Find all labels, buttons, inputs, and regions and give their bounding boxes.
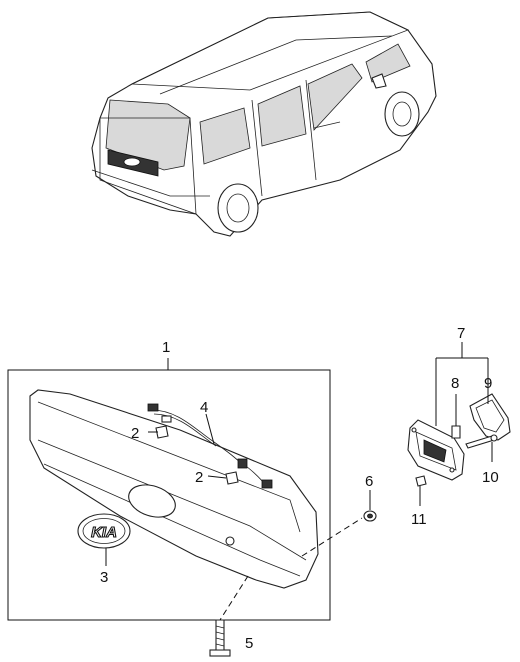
callout-2a: 2: [131, 425, 139, 442]
callout-3: 3: [100, 569, 108, 586]
bulb-socket: [451, 425, 461, 439]
callout-6: 6: [365, 473, 373, 490]
emblem-lettering: KIA: [91, 524, 117, 541]
callout-11: 11: [411, 511, 427, 528]
callout-5: 5: [245, 635, 253, 652]
callout-8: 8: [451, 375, 459, 392]
van-illustration: [91, 11, 437, 237]
grommet: [363, 510, 377, 522]
callout-9: 9: [484, 375, 492, 392]
tailgate-garnish: [29, 389, 319, 589]
lamp-screw: [465, 434, 498, 449]
callout-2b: 2: [195, 469, 203, 486]
bulb-lower: [225, 471, 239, 485]
callout-1: 1: [162, 339, 170, 356]
license-lamp-housing: [407, 419, 465, 481]
callout-10: 10: [482, 469, 499, 486]
lamp-lens: [469, 393, 511, 441]
leader-lines: [105, 342, 493, 621]
callout-4: 4: [200, 399, 208, 416]
rear-wheel: [217, 183, 259, 233]
callout-7: 7: [457, 325, 465, 342]
front-wheel: [384, 91, 420, 137]
assembly-frame: [7, 369, 331, 621]
lamp-nut: [415, 475, 427, 487]
bulb-upper: [155, 425, 169, 439]
kia-emblem: KIA: [77, 513, 131, 549]
screw: [209, 619, 231, 657]
